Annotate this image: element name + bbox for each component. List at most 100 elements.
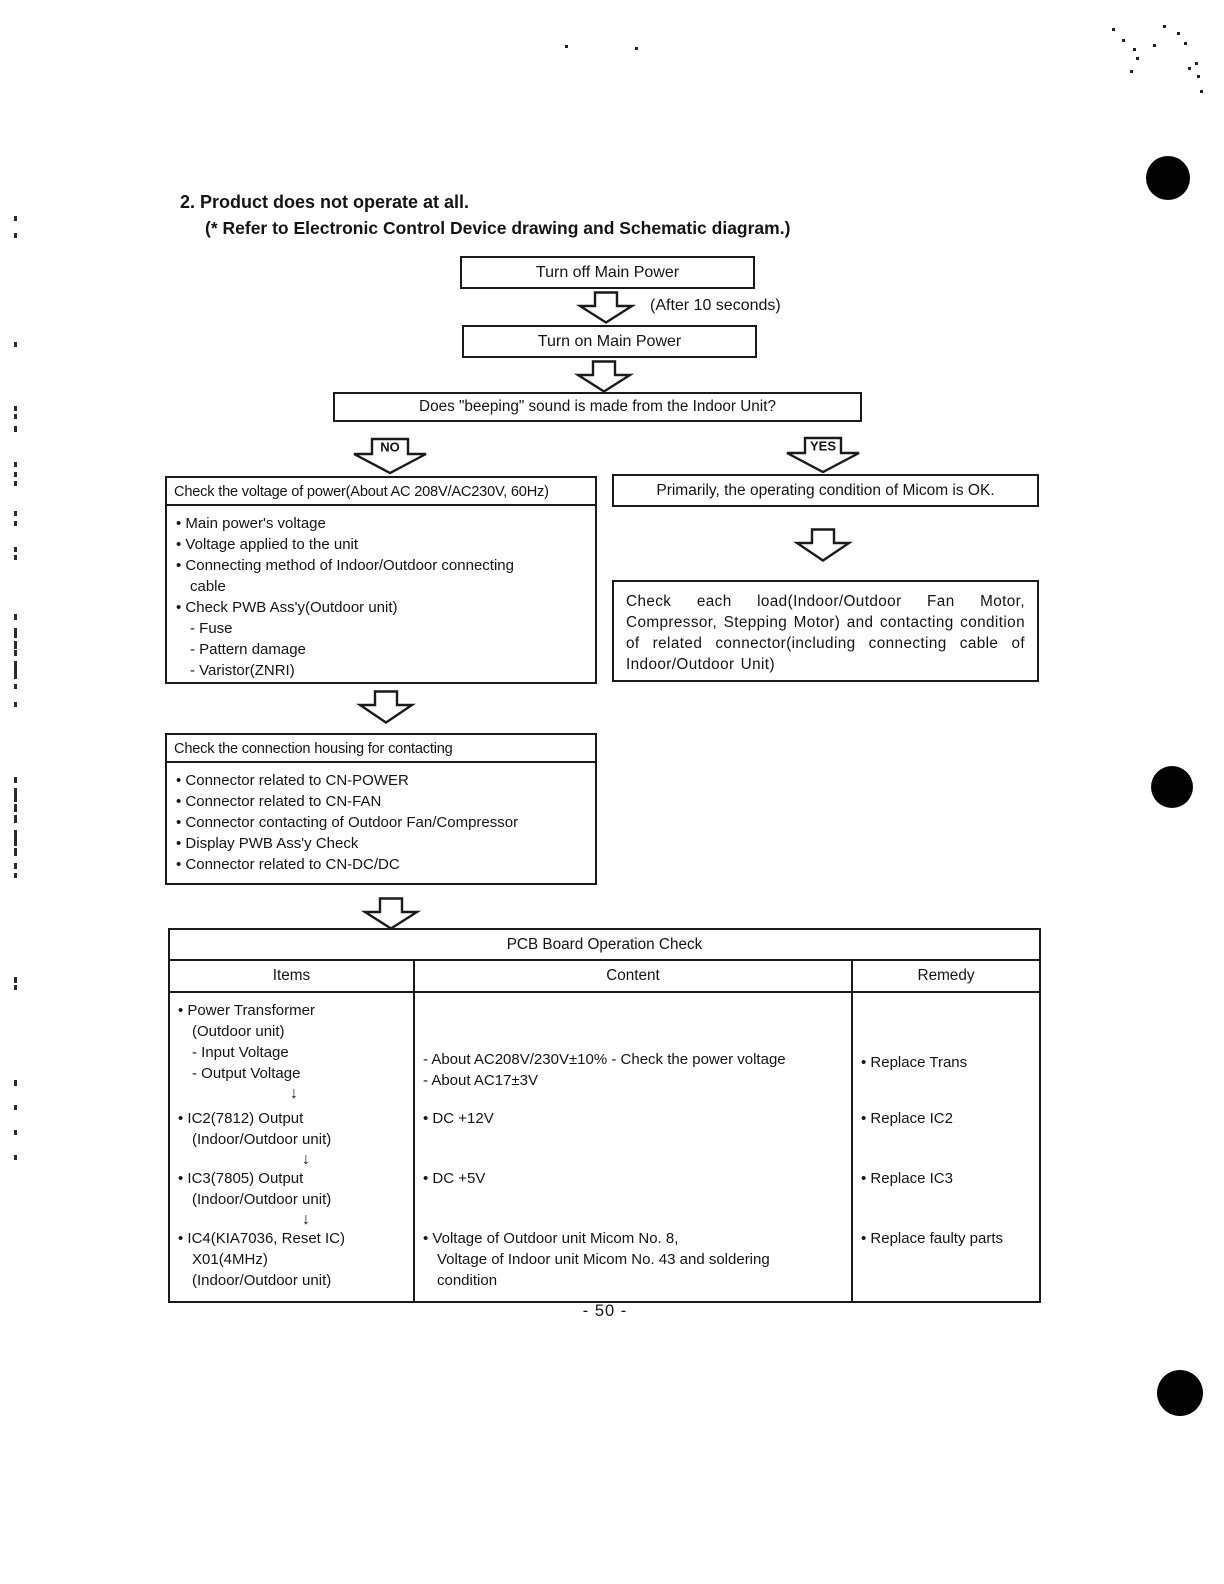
scan-noise-speck: [1133, 48, 1136, 51]
text-line: • Replace faulty parts: [861, 1230, 1003, 1247]
scan-noise-speck: [1184, 42, 1187, 45]
scan-noise-speck: [1130, 70, 1133, 73]
scan-noise-mark: [14, 628, 17, 638]
text-line: • Connector related to CN-DC/DC: [176, 856, 400, 873]
flow-box-label: Primarily, the operating condition of Mi…: [656, 481, 995, 499]
cell-lines: • Power Transformer(Outdoor unit)- Input…: [178, 1000, 407, 1084]
cell-lines: • DC +5V: [423, 1168, 845, 1189]
text-line: (Indoor/Outdoor unit): [192, 1272, 332, 1289]
scan-noise-mark: [14, 873, 17, 878]
flow-box-turn-off-main-power: Turn off Main Power: [460, 256, 755, 289]
panel-title: Check the voltage of power(About AC 208V…: [167, 478, 595, 506]
text-line: • Connector related to CN-POWER: [176, 772, 409, 789]
cell-lines: • DC +12V: [423, 1108, 845, 1129]
scan-noise-mark: [14, 233, 17, 238]
panel-body: • Main power's voltage • Voltage applied …: [167, 506, 595, 681]
section-heading: 2. Product does not operate at all. (* R…: [180, 189, 790, 241]
table-row-items: • Power Transformer(Outdoor unit)- Input…: [170, 993, 415, 1102]
text-line: (Outdoor unit): [192, 1023, 285, 1040]
scan-noise-mark: [14, 684, 17, 689]
scan-noise-mark: [14, 641, 17, 649]
table-row-content: - About AC208V/230V±10% - Check the powe…: [415, 993, 853, 1101]
text-line: • IC2(7812) Output: [178, 1110, 304, 1127]
text-line: • IC4(KIA7036, Reset IC): [178, 1230, 345, 1247]
pcb-operation-check-table: PCB Board Operation Check Items Content …: [168, 928, 1041, 1303]
text-line: • Replace IC3: [861, 1170, 953, 1187]
text-line: • Connector related to CN-FAN: [176, 793, 382, 810]
scan-noise-mark: [14, 406, 17, 411]
text-line: • DC +12V: [423, 1110, 494, 1127]
scan-noise-speck: [1153, 44, 1156, 47]
table-row-remedy: • Replace Trans: [853, 993, 1039, 1101]
flow-arrow-down-icon: [356, 690, 416, 724]
flow-box-micom-ok: Primarily, the operating condition of Mi…: [612, 474, 1039, 507]
flow-arrow-down-icon: [793, 528, 853, 562]
text-line: • Replace IC2: [861, 1110, 953, 1127]
punch-hole-mark: [1151, 766, 1193, 808]
scan-noise-speck: [1188, 67, 1191, 70]
cell-lines: - About AC208V/230V±10% - Check the powe…: [423, 1049, 845, 1091]
text-line: • Main power's voltage: [176, 515, 326, 532]
punch-hole-mark: [1157, 1370, 1203, 1416]
flow-box-label: Turn off Main Power: [535, 263, 680, 281]
cell-lines: • IC3(7805) Output(Indoor/Outdoor unit): [178, 1168, 407, 1210]
scan-noise-mark: [14, 650, 17, 656]
flow-arrow-down-icon: [573, 360, 635, 393]
scan-noise-mark: [14, 777, 17, 783]
scan-noise-speck: [565, 45, 568, 48]
text-line: • Check PWB Ass'y(Outdoor unit): [176, 599, 398, 616]
panel-check-housing: Check the connection housing for contact…: [165, 733, 597, 885]
scan-noise-mark: [14, 1155, 17, 1160]
text-line: - Fuse: [190, 620, 233, 637]
yes-label: YES: [810, 439, 836, 454]
scan-noise-mark: [14, 1105, 17, 1110]
scan-noise-mark: [14, 661, 17, 671]
panel-check-voltage: Check the voltage of power(About AC 208V…: [165, 476, 597, 684]
flow-arrow-down-icon: [575, 291, 637, 324]
text-line: - Pattern damage: [190, 641, 306, 658]
text-line: condition: [437, 1272, 498, 1289]
scan-noise-mark: [14, 481, 17, 486]
text-line: - About AC208V/230V±10% - Check the powe…: [423, 1051, 786, 1068]
flow-box-turn-on-main-power: Turn on Main Power: [462, 325, 757, 358]
panel-body: • Connector related to CN-POWER • Connect…: [167, 763, 595, 875]
scan-noise-speck: [1136, 57, 1139, 60]
scan-noise-mark: [14, 848, 17, 856]
flow-box-check-each-load: Check each load(Indoor/Outdoor Fan Motor…: [612, 580, 1039, 682]
page-number: - 50 -: [582, 1302, 628, 1320]
scan-noise-speck: [1122, 39, 1125, 42]
scan-noise-mark: [14, 788, 17, 802]
column-header-items: Items: [170, 961, 415, 991]
scan-noise-mark: [14, 462, 17, 467]
table-row-items: • IC4(KIA7036, Reset IC)X01(4MHz)(Indoor…: [170, 1221, 415, 1301]
section-title: 2. Product does not operate at all.: [180, 192, 470, 212]
after-10-seconds-label: (After 10 seconds): [650, 297, 781, 314]
scan-noise-speck: [1177, 32, 1180, 35]
scan-noise-speck: [1195, 62, 1198, 65]
flow-box-label: Turn on Main Power: [537, 332, 682, 350]
scan-noise-mark: [14, 1080, 17, 1086]
table-row-remedy: • Replace IC2: [853, 1101, 1039, 1161]
text-line: • Display PWB Ass'y Check: [176, 835, 359, 852]
table-body: • Power Transformer(Outdoor unit)- Input…: [170, 993, 1039, 1301]
cell-lines: • IC2(7812) Output(Indoor/Outdoor unit): [178, 1108, 407, 1150]
scan-noise-mark: [14, 547, 17, 552]
text-line: (Indoor/Outdoor unit): [192, 1191, 332, 1208]
text-line: • Connector contacting of Outdoor Fan/Co…: [176, 814, 519, 831]
scan-noise-mark: [14, 985, 17, 990]
text-line: • Voltage applied to the unit: [176, 536, 359, 553]
flow-box-beeping-question: Does "beeping" sound is made from the In…: [333, 392, 862, 422]
scan-noise-mark: [14, 342, 17, 347]
scan-noise-mark: [14, 426, 17, 432]
scan-noise-speck: [1163, 25, 1166, 28]
table-row-remedy: • Replace IC3: [853, 1161, 1039, 1221]
scan-noise-mark: [14, 472, 17, 477]
text-line: cable: [190, 578, 226, 595]
scan-noise-mark: [14, 555, 17, 560]
down-arrow-glyph: ↓: [302, 1211, 310, 1228]
table-row-items: • IC3(7805) Output(Indoor/Outdoor unit) …: [170, 1161, 415, 1228]
cell-lines: • IC4(KIA7036, Reset IC)X01(4MHz)(Indoor…: [178, 1228, 407, 1291]
scan-noise-mark: [14, 614, 17, 620]
scan-noise-mark: [14, 1130, 17, 1135]
table-row-content: • DC +12V: [415, 1101, 853, 1161]
